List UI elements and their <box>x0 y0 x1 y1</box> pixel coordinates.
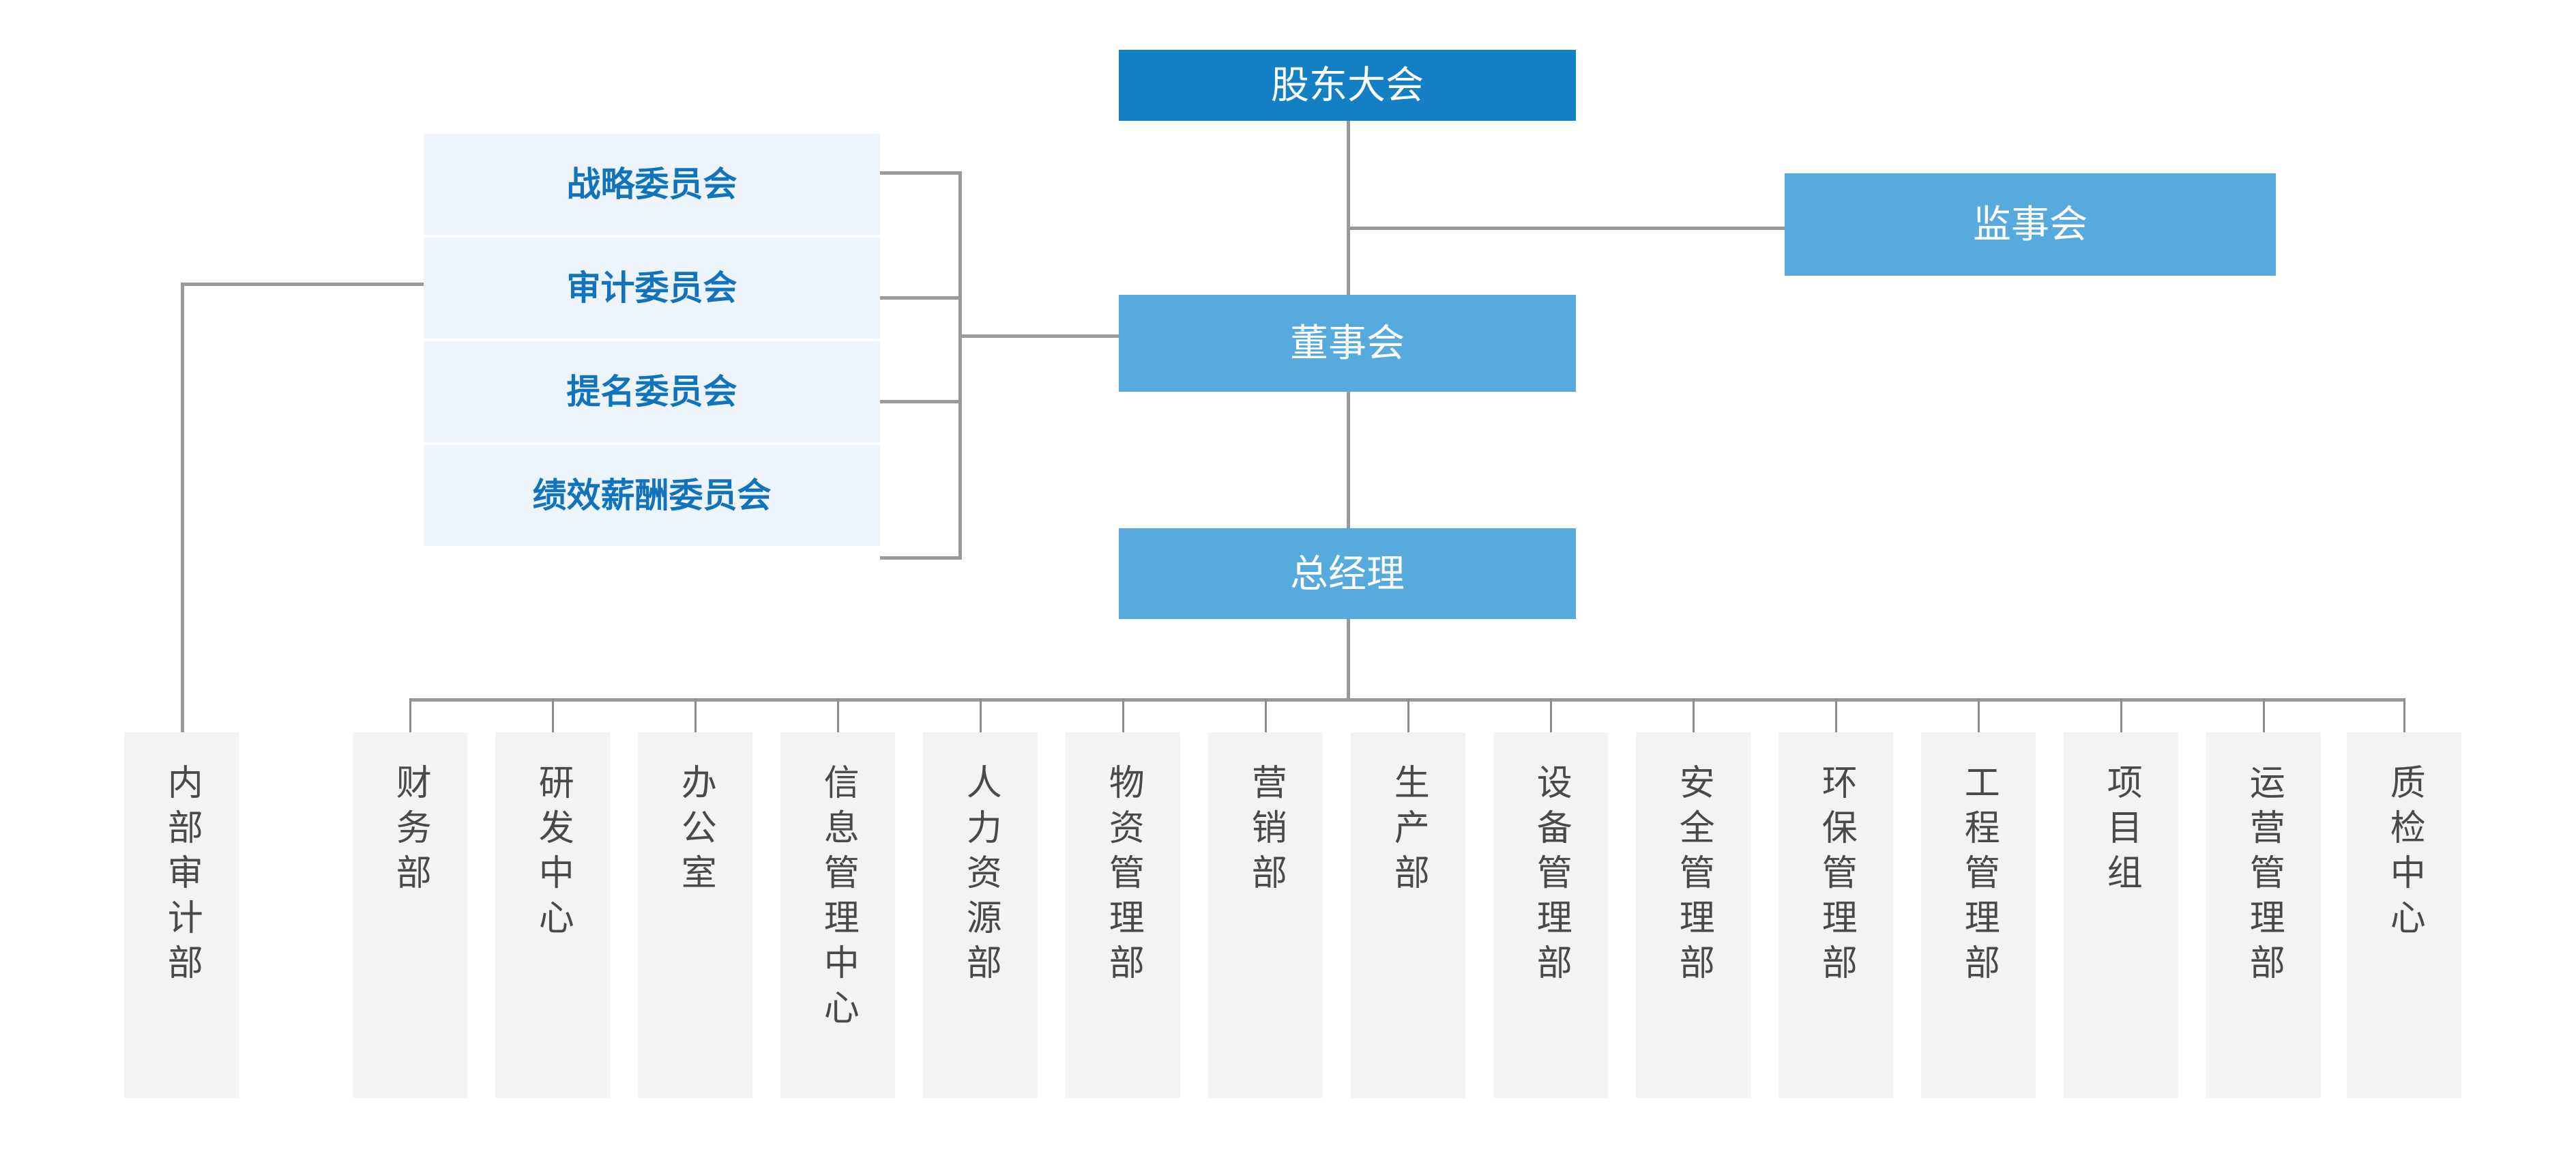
connector-drop-9 <box>1550 698 1552 734</box>
node-board-of-directors[interactable]: 董事会 <box>1119 295 1576 392</box>
node-department-engineering-management-label: 工程管理部 <box>1959 764 1999 989</box>
node-department-rnd-center-label: 研发中心 <box>533 764 573 944</box>
connector-drop-15 <box>2403 698 2405 734</box>
node-department-quality-inspection-center-label: 质检中心 <box>2384 764 2425 944</box>
connector-drop-1 <box>409 698 411 734</box>
node-department-quality-inspection-center[interactable]: 质检中心 <box>2347 732 2461 1098</box>
connector-drop-2 <box>552 698 554 734</box>
connector-drop-12 <box>1978 698 1980 734</box>
node-internal-audit-department[interactable]: 内部审计部 <box>124 732 239 1098</box>
connector-drop-5 <box>980 698 982 734</box>
node-committee-remuneration[interactable]: 绩效薪酬委员会 <box>424 445 880 546</box>
node-department-rnd-center[interactable]: 研发中心 <box>495 732 610 1098</box>
node-department-engineering-management[interactable]: 工程管理部 <box>1921 732 2036 1098</box>
node-department-project-team[interactable]: 项目组 <box>2064 732 2178 1098</box>
node-department-safety-management-label: 安全管理部 <box>1673 764 1714 989</box>
node-committee-strategy-label: 战略委员会 <box>566 164 737 203</box>
node-department-materials-management-label: 物资管理部 <box>1103 764 1143 989</box>
node-committee-strategy[interactable]: 战略委员会 <box>424 134 880 235</box>
connector-shareholders-to-supervisors <box>1347 227 1785 230</box>
connector-audit-committee-down <box>181 283 184 733</box>
connector-committee-stub-2 <box>880 296 962 300</box>
node-department-materials-management[interactable]: 物资管理部 <box>1066 732 1180 1098</box>
node-committee-nomination[interactable]: 提名委员会 <box>424 341 880 442</box>
connector-shareholders-to-board <box>1347 227 1350 295</box>
connector-drop-4 <box>837 698 839 734</box>
node-shareholders-meeting[interactable]: 股东大会 <box>1119 50 1576 121</box>
node-board-of-supervisors[interactable]: 监事会 <box>1785 173 2276 276</box>
node-department-information-management-center-label: 信息管理中心 <box>818 764 858 1034</box>
connector-drop-11 <box>1835 698 1837 734</box>
node-department-marketing[interactable]: 营销部 <box>1208 732 1323 1098</box>
connector-committee-spine <box>958 171 962 560</box>
connector-drop-8 <box>1407 698 1409 734</box>
node-department-project-team-label: 项目组 <box>2101 764 2141 899</box>
node-committee-audit-label: 审计委员会 <box>566 268 737 307</box>
node-department-office[interactable]: 办公室 <box>638 732 752 1098</box>
connector-committee-stub-1 <box>880 171 962 175</box>
node-committee-audit[interactable]: 审计委员会 <box>424 238 880 339</box>
connector-drop-13 <box>2120 698 2122 734</box>
node-department-finance-label: 财务部 <box>390 764 430 899</box>
connector-committee-stub-3 <box>880 400 962 403</box>
node-internal-audit-department-label: 内部审计部 <box>162 764 202 989</box>
connector-shareholders-down <box>1347 121 1350 230</box>
connector-drop-6 <box>1122 698 1124 734</box>
connector-audit-committee-left <box>181 283 426 286</box>
node-department-production[interactable]: 生产部 <box>1351 732 1465 1098</box>
connector-gm-down <box>1347 619 1350 701</box>
connector-department-bus <box>409 698 2405 702</box>
node-department-marketing-label: 营销部 <box>1246 764 1286 899</box>
connector-drop-10 <box>1693 698 1695 734</box>
node-general-manager[interactable]: 总经理 <box>1119 528 1576 619</box>
node-department-equipment-management[interactable]: 设备管理部 <box>1493 732 1608 1098</box>
node-shareholders-meeting-label: 股东大会 <box>1271 63 1424 106</box>
node-department-human-resources[interactable]: 人力资源部 <box>923 732 1038 1098</box>
node-department-finance[interactable]: 财务部 <box>353 732 467 1098</box>
node-department-equipment-management-label: 设备管理部 <box>1531 764 1571 989</box>
connector-drop-14 <box>2263 698 2265 734</box>
node-department-operations-management[interactable]: 运营管理部 <box>2206 732 2321 1098</box>
node-board-of-directors-label: 董事会 <box>1290 321 1405 364</box>
node-department-environmental-management-label: 环保管理部 <box>1816 764 1856 989</box>
connector-board-to-gm <box>1347 392 1350 528</box>
node-board-of-supervisors-label: 监事会 <box>1973 203 2088 246</box>
node-committee-remuneration-label: 绩效薪酬委员会 <box>532 476 772 515</box>
node-department-environmental-management[interactable]: 环保管理部 <box>1779 732 1893 1098</box>
connector-committee-to-board <box>958 334 1119 338</box>
connector-drop-7 <box>1265 698 1267 734</box>
node-general-manager-label: 总经理 <box>1290 551 1405 595</box>
connector-committee-stub-4 <box>880 556 962 560</box>
node-committee-nomination-label: 提名委员会 <box>566 372 737 411</box>
node-department-operations-management-label: 运营管理部 <box>2244 764 2284 989</box>
node-department-office-label: 办公室 <box>675 764 716 899</box>
connector-drop-3 <box>694 698 697 734</box>
node-department-production-label: 生产部 <box>1388 764 1429 899</box>
node-department-safety-management[interactable]: 安全管理部 <box>1636 732 1751 1098</box>
node-department-human-resources-label: 人力资源部 <box>961 764 1001 989</box>
node-department-information-management-center[interactable]: 信息管理中心 <box>780 732 895 1098</box>
